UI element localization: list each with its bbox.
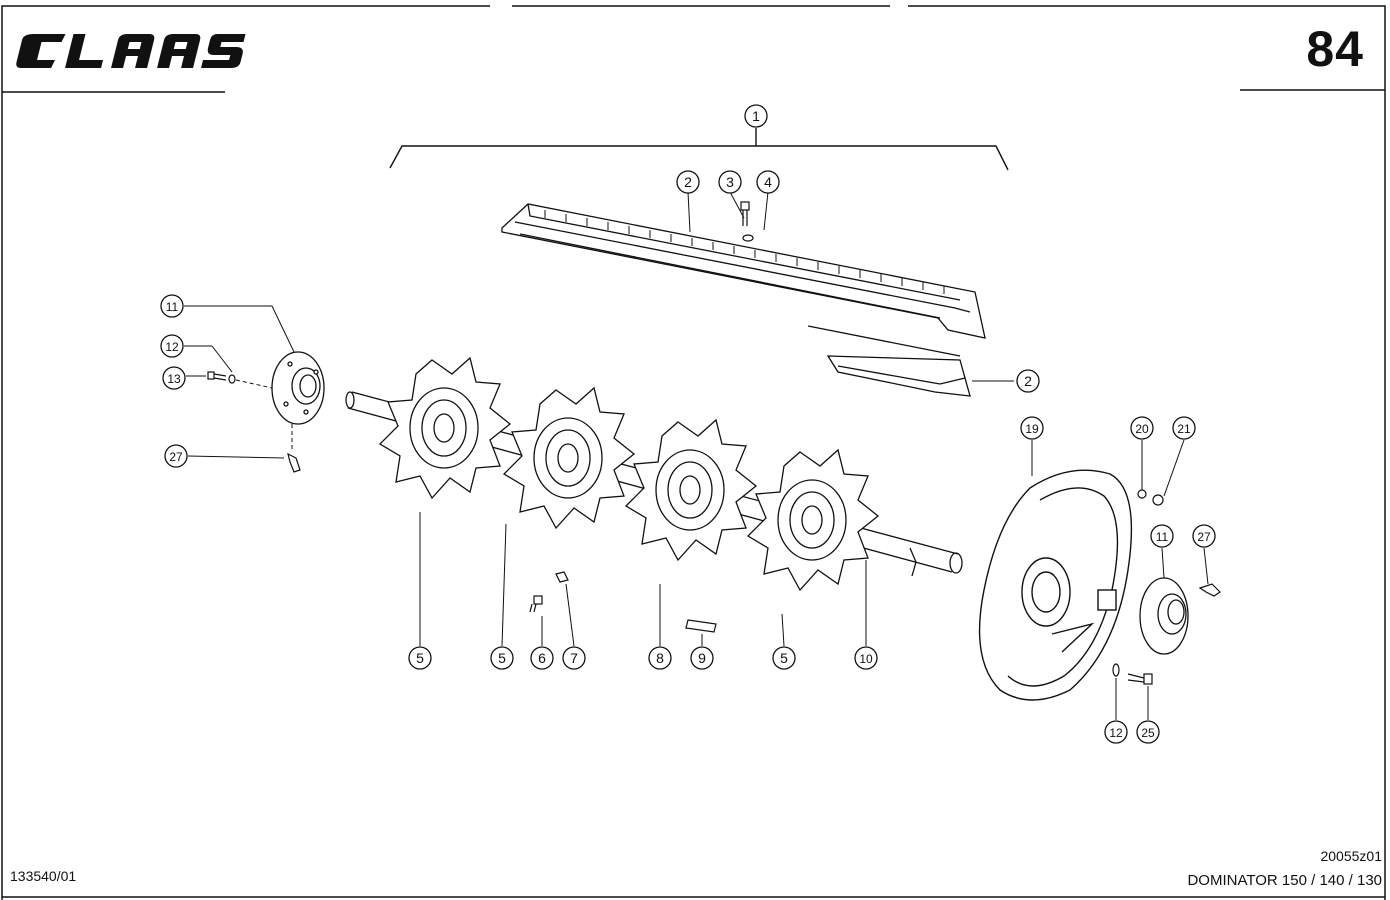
callout-3: 3	[718, 170, 742, 194]
callout-21: 21	[1172, 416, 1196, 440]
callout-label: 11	[1156, 530, 1169, 544]
callout-2: 2	[1016, 369, 1040, 393]
callout-11: 11	[1150, 524, 1174, 548]
key-9	[685, 619, 717, 633]
callout-label: 7	[570, 650, 578, 666]
callout-label: 10	[859, 652, 873, 666]
callout-label: 9	[698, 650, 706, 666]
grease-nipple-27-right	[1198, 583, 1221, 597]
cover-plate-upper	[501, 203, 986, 339]
callout-1: 1	[744, 104, 768, 128]
callout-label: 5	[416, 650, 424, 666]
flange-bearing-left	[271, 351, 325, 425]
callout-label: 2	[684, 174, 692, 190]
washer-12-left	[228, 374, 236, 384]
callout-label: 1	[752, 108, 760, 124]
callout-12: 12	[1104, 720, 1128, 744]
callout-5: 5	[490, 646, 514, 670]
callout-label: 27	[169, 450, 183, 464]
drawing-number: 133540/01	[10, 868, 77, 884]
callout-8: 8	[648, 646, 672, 670]
reference-code: 20055z01	[1320, 848, 1382, 864]
washer-12-right	[1112, 663, 1120, 677]
callout-label: 13	[167, 372, 181, 386]
sprocket-wheel-1	[378, 356, 512, 500]
flange-bearing-right	[1139, 577, 1189, 655]
washer-20	[1137, 489, 1147, 499]
callout-label: 21	[1177, 422, 1191, 436]
nut-7	[555, 571, 569, 583]
callout-label: 20	[1135, 422, 1149, 436]
callout-25: 25	[1136, 720, 1160, 744]
bolt-6	[529, 595, 543, 613]
sprocket-wheel-4	[746, 448, 880, 592]
bolt-13	[207, 371, 227, 381]
callout-label: 8	[656, 650, 664, 666]
callout-19: 19	[1020, 416, 1044, 440]
washer-4	[742, 234, 754, 242]
callout-11: 11	[160, 294, 184, 318]
callout-7: 7	[562, 646, 586, 670]
callout-20: 20	[1130, 416, 1154, 440]
callout-label: 6	[538, 650, 546, 666]
sprocket-wheel-3	[624, 418, 758, 562]
callout-13: 13	[162, 366, 186, 390]
callout-label: 27	[1197, 530, 1211, 544]
grease-nipple-27-left	[287, 452, 301, 473]
sprocket-wheels	[378, 356, 880, 592]
callout-5: 5	[772, 646, 796, 670]
bolt-25	[1127, 673, 1153, 685]
callout-10: 10	[854, 646, 878, 670]
assembly-bracket	[389, 128, 1009, 171]
callout-label: 11	[166, 300, 179, 314]
callout-label: 19	[1025, 422, 1039, 436]
page-frame	[1, 5, 1386, 900]
callout-9: 9	[690, 646, 714, 670]
callout-label: 3	[726, 174, 734, 190]
callout-12: 12	[160, 334, 184, 358]
model-name: DOMINATOR 150 / 140 / 130	[1187, 872, 1382, 889]
callout-label: 5	[498, 650, 506, 666]
page-number: 84	[1306, 21, 1364, 77]
leader-lines	[184, 191, 1209, 720]
nut-21	[1152, 494, 1164, 506]
side-disc	[978, 469, 1133, 701]
callout-label: 12	[1109, 726, 1123, 740]
cover-plate-lower	[807, 325, 971, 397]
callout-27: 27	[1192, 524, 1216, 548]
callout-5: 5	[408, 646, 432, 670]
sprocket-wheel-2	[502, 386, 636, 530]
callout-label: 2	[1024, 373, 1032, 389]
callout-6: 6	[530, 646, 554, 670]
callout-4: 4	[756, 170, 780, 194]
claas-logo	[16, 34, 246, 68]
callout-label: 5	[780, 650, 788, 666]
bolt-3	[740, 201, 750, 226]
callout-label: 4	[764, 174, 772, 190]
callout-2: 2	[676, 170, 700, 194]
callout-label: 25	[1141, 726, 1155, 740]
callout-27: 27	[164, 444, 188, 468]
callout-label: 12	[165, 340, 179, 354]
